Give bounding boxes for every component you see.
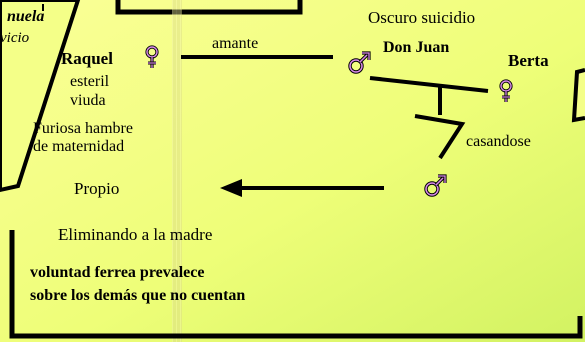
male-symbol-icon xyxy=(348,51,371,74)
left-panel xyxy=(0,0,81,193)
raquel-attribute: viuda xyxy=(70,92,106,109)
right-panel-edge xyxy=(571,68,585,123)
bottom-frame xyxy=(9,230,583,339)
female-symbol-icon xyxy=(499,79,513,102)
arrow-head xyxy=(220,179,242,197)
background-stripe xyxy=(172,0,182,342)
raquel-attribute: esteril xyxy=(70,73,110,90)
marriage-line xyxy=(369,76,489,93)
propio-label: Propio xyxy=(74,179,120,198)
voluntad-line: sobre los demás que no cuentan xyxy=(30,287,246,304)
voluntad-line: voluntad ferrea prevalece xyxy=(30,264,205,281)
female-symbol-icon xyxy=(145,45,159,68)
raquel-name: Raquel xyxy=(61,49,113,68)
male-symbol-icon xyxy=(424,174,447,197)
berta-name: Berta xyxy=(508,51,549,70)
offspring-line xyxy=(414,114,466,160)
raquel-description: Furiosa hambre xyxy=(33,120,133,137)
left-sub-label: vicio xyxy=(0,30,30,46)
casandose-label: casandose xyxy=(466,133,531,150)
don-juan-name: Don Juan xyxy=(383,39,450,56)
top-caption: Oscuro suicidio xyxy=(368,8,476,27)
amante-label: amante xyxy=(212,35,259,52)
eliminando-label: Eliminando a la madre xyxy=(58,225,213,244)
raquel-description: de maternidad xyxy=(33,138,125,155)
top-box xyxy=(115,0,303,15)
left-name-label: nuela xyxy=(7,8,45,25)
